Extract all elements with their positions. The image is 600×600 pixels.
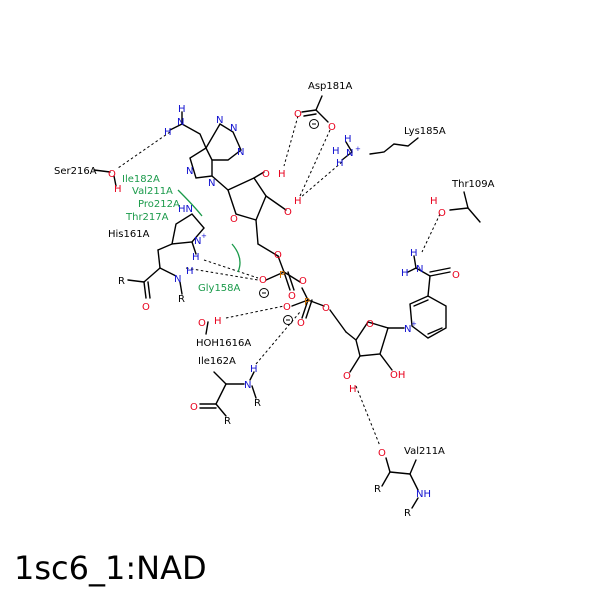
residue-ile162: Ile162A <box>198 356 236 367</box>
svg-text:H: H <box>186 266 194 277</box>
svg-text:H: H <box>430 196 438 207</box>
svg-text:R: R <box>118 276 125 287</box>
residue-his161: His161A <box>108 229 150 240</box>
svg-text:O: O <box>378 448 386 459</box>
svg-text:N: N <box>416 264 423 275</box>
svg-text:R: R <box>224 416 231 427</box>
svg-text:H: H <box>214 316 222 327</box>
svg-text:N: N <box>208 178 215 189</box>
svg-text:R: R <box>404 508 411 519</box>
bonds <box>93 95 481 509</box>
svg-text:O: O <box>262 169 270 180</box>
svg-text:R: R <box>254 398 261 409</box>
svg-text:H: H <box>192 252 200 263</box>
svg-text:O: O <box>366 319 374 330</box>
hydrophobic-contacts <box>177 189 241 273</box>
svg-text:H: H <box>401 268 409 279</box>
residue-labels: Asp181A Lys185A Ser216A Ile182A Val211A … <box>54 81 495 457</box>
svg-text:N: N <box>404 324 411 335</box>
svg-text:N: N <box>237 147 244 158</box>
svg-text:H: H <box>344 134 352 145</box>
svg-text:H: H <box>410 248 418 259</box>
svg-text:O: O <box>322 303 330 314</box>
svg-text:O: O <box>299 276 307 287</box>
svg-text:N: N <box>194 236 201 247</box>
negative-charges <box>259 119 319 325</box>
residue-ser216: Ser216A <box>54 166 97 177</box>
svg-text:R: R <box>178 294 185 305</box>
svg-text:N: N <box>244 380 251 391</box>
svg-text:O: O <box>283 302 291 313</box>
svg-text:H: H <box>332 146 340 157</box>
residue-val211a: Val211A <box>132 186 173 197</box>
svg-text:OH: OH <box>390 370 405 381</box>
svg-text:R: R <box>374 484 381 495</box>
svg-text:+: + <box>411 320 417 328</box>
svg-text:N: N <box>177 117 184 128</box>
residue-pro212: Pro212A <box>138 199 180 210</box>
svg-text:P: P <box>304 297 310 308</box>
svg-text:N: N <box>216 115 223 126</box>
svg-text:O: O <box>274 250 282 261</box>
svg-text:+: + <box>355 145 361 153</box>
svg-text:N: N <box>346 148 353 159</box>
svg-text:H: H <box>336 158 344 169</box>
svg-text:N: N <box>174 274 181 285</box>
svg-text:O: O <box>108 169 116 180</box>
atom-labels: N N N N N H N H O O H O H O P O O O P O … <box>108 104 460 519</box>
svg-text:NH: NH <box>416 489 431 500</box>
svg-text:O: O <box>230 214 238 225</box>
svg-text:N: N <box>186 166 193 177</box>
svg-text:O: O <box>297 318 305 329</box>
svg-text:H: H <box>349 384 357 395</box>
svg-text:H: H <box>250 364 258 375</box>
svg-text:O: O <box>190 402 198 413</box>
svg-text:O: O <box>259 275 267 286</box>
residue-ile182: Ile182A <box>122 174 160 185</box>
diagram-title: 1sc6_1:NAD <box>14 549 207 587</box>
svg-text:H: H <box>278 169 286 180</box>
residue-val211b: Val211A <box>404 446 445 457</box>
svg-text:O: O <box>284 207 292 218</box>
svg-text:P: P <box>279 270 285 281</box>
svg-text:O: O <box>198 318 206 329</box>
svg-text:H: H <box>294 196 302 207</box>
svg-text:H: H <box>164 127 172 138</box>
svg-text:N: N <box>230 123 237 134</box>
svg-text:H: H <box>178 104 186 115</box>
svg-text:H: H <box>114 184 122 195</box>
svg-text:O: O <box>288 291 296 302</box>
residue-gly158: Gly158A <box>198 283 241 294</box>
svg-text:O: O <box>328 122 336 133</box>
svg-text:O: O <box>343 371 351 382</box>
residue-asp181: Asp181A <box>308 81 352 92</box>
svg-text:O: O <box>438 208 446 219</box>
svg-text:+: + <box>201 232 207 240</box>
residue-thr109: Thr109A <box>451 179 495 190</box>
svg-text:O: O <box>294 109 302 120</box>
residue-thr217: Thr217A <box>125 212 169 223</box>
svg-text:O: O <box>452 270 460 281</box>
svg-text:O: O <box>142 302 150 313</box>
svg-text:HN: HN <box>178 204 193 215</box>
residue-lys185: Lys185A <box>404 126 446 137</box>
hydrogen-bonds <box>117 115 441 447</box>
residue-hoh1616: HOH1616A <box>196 338 251 349</box>
